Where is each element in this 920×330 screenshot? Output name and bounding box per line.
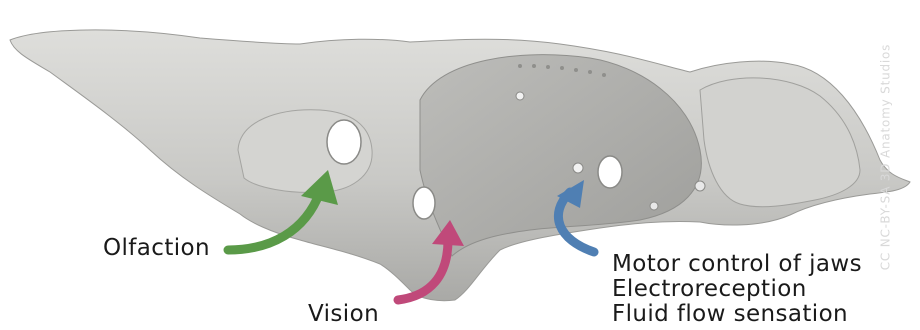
small-foramen — [650, 202, 658, 210]
small-foramen — [573, 163, 583, 173]
nerve-function-item: Electroreception — [612, 277, 862, 302]
nerve-function-item: Fluid flow sensation — [612, 302, 862, 327]
vision-label: Vision — [308, 302, 379, 327]
olfactory-foramen — [327, 120, 361, 164]
nerve-function-item: Motor control of jaws — [612, 252, 862, 277]
nerve-functions-label: Motor control of jaws Electroreception F… — [612, 252, 862, 327]
small-foramen — [695, 181, 705, 191]
license-credit: CC NC-BY-SA 3D Anatomy Studios — [878, 44, 892, 271]
small-foramen — [516, 92, 524, 100]
optic-foramen — [413, 187, 435, 219]
olfaction-label: Olfaction — [103, 236, 210, 261]
trigeminal-foramen — [598, 156, 622, 188]
